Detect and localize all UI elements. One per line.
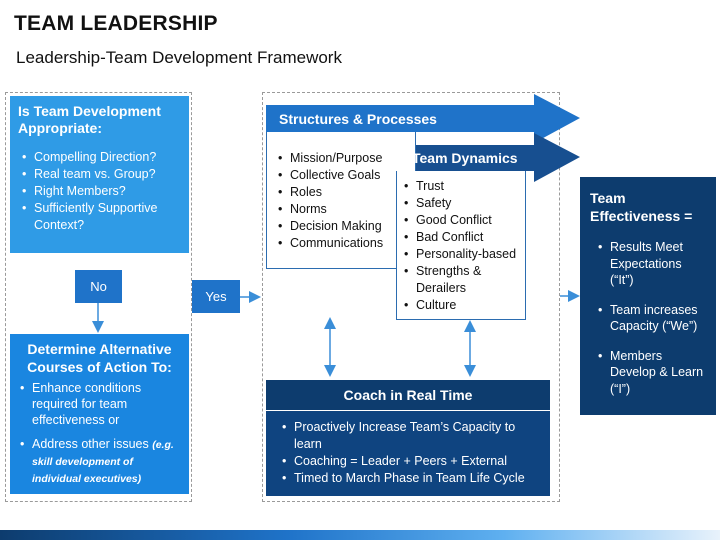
list-item: Communications — [278, 235, 383, 252]
list-item: Decision Making — [278, 218, 383, 235]
appropriate-heading: Is Team Development Appropriate: — [18, 103, 161, 136]
coach-header: Coach in Real Time — [266, 380, 550, 410]
dynamics-heading: Team Dynamics — [412, 150, 518, 166]
effectiveness-list: Results Meet Expectations (“It”) Team in… — [590, 239, 706, 397]
structures-arrow-band — [266, 94, 580, 143]
list-item: Safety — [404, 195, 524, 212]
alternative-item2-italic: (e.g. skill development of individual ex… — [32, 439, 174, 485]
appropriate-list: Compelling Direction? Real team vs. Grou… — [18, 149, 181, 234]
list-item: Strengths & Derailers — [404, 263, 496, 297]
left-dashed-frame — [5, 92, 192, 502]
middle-dashed-frame — [262, 92, 560, 502]
alternative-item2-main: Address other issues — [32, 437, 153, 451]
page-subtitle: Leadership-Team Development Framework — [16, 48, 342, 67]
list-item: Sufficiently Supportive Context? — [22, 200, 181, 234]
list-item: Address other issues (e.g. skill develop… — [20, 436, 181, 487]
list-item: Norms — [278, 201, 383, 218]
alternative-list: Enhance conditions required for team eff… — [18, 380, 181, 487]
list-item: Trust — [404, 178, 524, 195]
effectiveness-heading: Team Effectiveness = — [590, 190, 693, 224]
list-item: Members Develop & Learn (“I”) — [598, 348, 706, 398]
structures-list: Mission/Purpose Collective Goals Roles N… — [278, 150, 383, 252]
alternative-heading: Determine Alternative Courses of Action … — [27, 341, 172, 375]
no-box: No — [75, 270, 122, 303]
appropriate-box: Is Team Development Appropriate: Compell… — [10, 96, 189, 253]
list-item: Coaching = Leader + Peers + External — [282, 453, 540, 470]
footer-gradient-bar — [0, 530, 720, 540]
list-item: Compelling Direction? — [22, 149, 181, 166]
list-item: Team increases Capacity (“We”) — [598, 302, 706, 335]
list-item: Real team vs. Group? — [22, 166, 181, 183]
list-item: Right Members? — [22, 183, 181, 200]
structures-heading: Structures & Processes — [279, 111, 437, 127]
list-item: Culture — [404, 297, 524, 314]
page-title: TEAM LEADERSHIP — [14, 12, 218, 35]
list-item: Personality-based — [404, 246, 524, 263]
list-item: Mission/Purpose — [278, 150, 383, 167]
alternative-box: Determine Alternative Courses of Action … — [10, 334, 189, 494]
list-item: Results Meet Expectations (“It”) — [598, 239, 706, 289]
dynamics-arrow-band — [396, 133, 580, 182]
coach-heading: Coach in Real Time — [343, 387, 473, 403]
list-item: Proactively Increase Team’s Capacity to … — [282, 419, 540, 453]
list-item: Collective Goals — [278, 167, 383, 184]
list-item: Timed to March Phase in Team Life Cycle — [282, 470, 540, 487]
list-item: Enhance conditions required for team eff… — [20, 380, 181, 428]
list-item: Roles — [278, 184, 383, 201]
list-item: Bad Conflict — [404, 229, 524, 246]
list-item: Good Conflict — [404, 212, 524, 229]
coach-body: Proactively Increase Team’s Capacity to … — [266, 411, 550, 496]
no-label: No — [90, 279, 107, 294]
dynamics-list: Trust Safety Good Conflict Bad Conflict … — [404, 178, 524, 314]
effectiveness-box: Team Effectiveness = Results Meet Expect… — [580, 177, 716, 415]
coach-list: Proactively Increase Team’s Capacity to … — [282, 419, 540, 487]
yes-box: Yes — [192, 280, 240, 313]
yes-label: Yes — [205, 289, 227, 304]
